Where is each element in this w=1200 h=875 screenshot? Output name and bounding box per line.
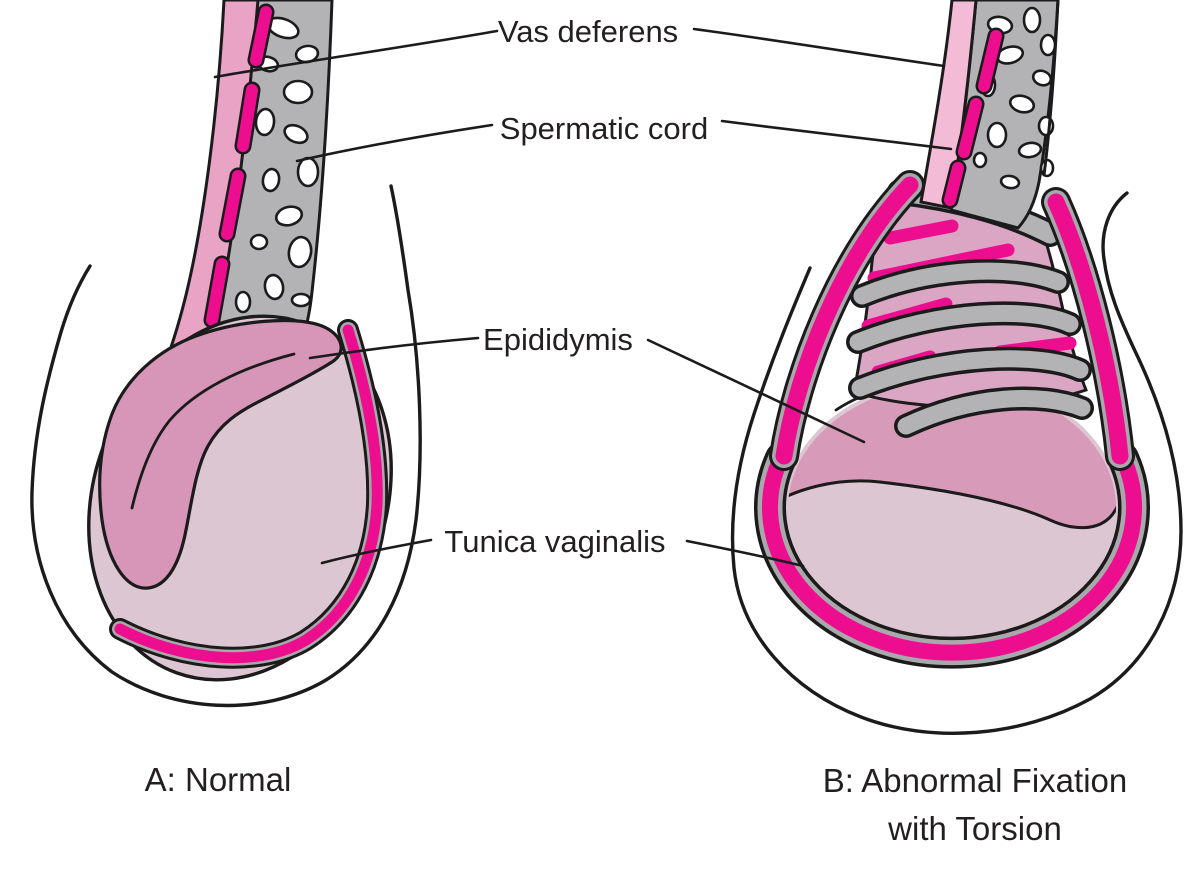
tunica-vaginalis-horn-right-b bbox=[1041, 187, 1135, 471]
vas-deferens-vessel-dashes-a bbox=[183, 3, 275, 453]
epididymis-detail-line-a bbox=[130, 352, 296, 510]
label-spermatic-cord: Spermatic cord bbox=[500, 111, 708, 146]
annotation-labels: Vas deferens Spermatic cord Epididymis T… bbox=[444, 14, 708, 559]
leader-lines bbox=[213, 27, 953, 568]
leader-vas-deferens-left bbox=[213, 29, 499, 79]
tunica-vaginalis-ring-b bbox=[754, 442, 1150, 669]
leader-epididymis-left bbox=[308, 336, 480, 360]
leader-spermatic-cord-left bbox=[295, 123, 494, 163]
label-vas-deferens: Vas deferens bbox=[498, 14, 678, 49]
scrotum-outline-a bbox=[30, 184, 422, 708]
leader-spermatic-cord-right bbox=[720, 119, 953, 151]
panel-a-normal bbox=[30, 0, 422, 708]
caption-panel-b-line2: with Torsion bbox=[887, 810, 1062, 847]
caption-panel-b-line1: B: Abnormal Fixation bbox=[823, 762, 1127, 799]
tunica-vaginalis-horn-left-b bbox=[769, 170, 925, 471]
leader-tunica-right bbox=[685, 539, 805, 568]
leader-tunica-left bbox=[320, 538, 433, 565]
panel-captions: A: Normal B: Abnormal Fixation with Tors… bbox=[145, 761, 1128, 847]
label-epididymis: Epididymis bbox=[483, 322, 633, 357]
panel-b-torsion bbox=[730, 0, 1183, 735]
cord-right-edge-b bbox=[1042, 0, 1060, 177]
vas-deferens-vessel-dashes-b bbox=[941, 27, 1005, 209]
leader-vas-deferens-right bbox=[692, 27, 946, 68]
caption-panel-a: A: Normal bbox=[145, 761, 292, 798]
tunica-vaginalis-a bbox=[109, 319, 389, 669]
label-tunica-vaginalis: Tunica vaginalis bbox=[444, 524, 665, 559]
epididymis-a bbox=[98, 318, 343, 590]
leader-epididymis-right bbox=[646, 338, 866, 444]
scrotum-outline-b bbox=[730, 191, 1183, 735]
